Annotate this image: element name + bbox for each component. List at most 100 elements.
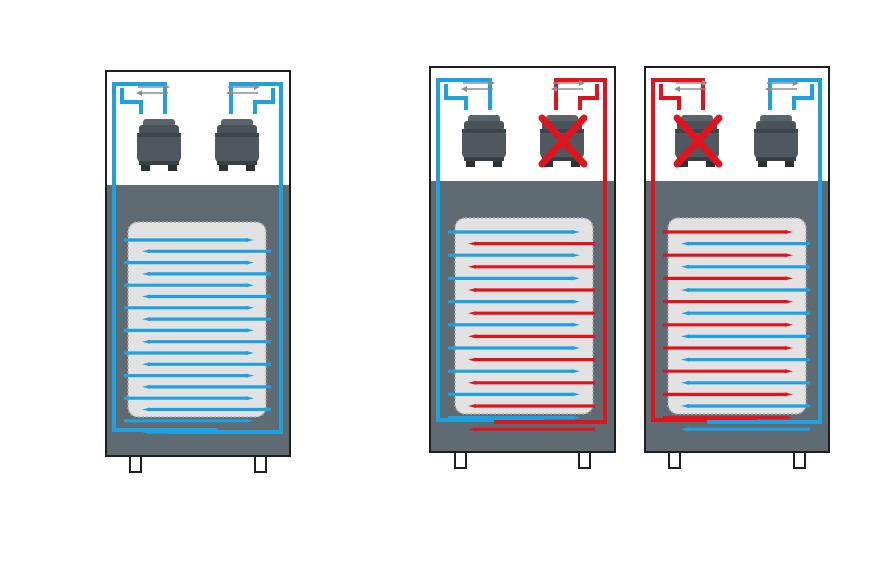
coil-tip <box>785 369 793 374</box>
coil-tip <box>142 430 150 435</box>
coil-tip <box>572 230 580 234</box>
valve-right <box>226 84 260 96</box>
coil-tip <box>681 241 689 246</box>
valve-right <box>765 80 799 92</box>
circuit-left <box>436 78 580 422</box>
valve-arrow-head <box>461 86 467 92</box>
coil-tip <box>142 362 150 367</box>
coil-tip <box>246 396 254 401</box>
valve-arrow-head <box>674 86 680 92</box>
cabinet-leg-left <box>129 455 142 473</box>
circuit-left <box>651 78 793 422</box>
valve-arrow-head <box>164 84 170 90</box>
coil-tip <box>142 271 150 276</box>
coil-tip <box>468 380 476 385</box>
circuit-left <box>112 82 254 432</box>
valve-arrow-head <box>765 86 771 92</box>
coil-tip <box>468 264 476 269</box>
coil-tip <box>572 276 580 281</box>
coil-tip <box>681 404 689 408</box>
valve-arrow-head <box>551 86 557 92</box>
coil-tip <box>785 392 793 397</box>
coil-tip <box>142 339 150 344</box>
coil-tip <box>681 264 689 269</box>
coil-tip <box>468 334 476 339</box>
coil-tip <box>572 299 580 304</box>
valve-arrow-head <box>226 90 232 96</box>
cabinet-leg-left <box>454 451 467 469</box>
coil-tip <box>246 238 254 242</box>
coil-tip <box>246 328 254 333</box>
coil-tip <box>142 384 150 389</box>
valve-arrow-head <box>254 84 260 90</box>
valve-arrow-head <box>579 80 585 86</box>
circuit-pipe <box>578 84 599 110</box>
cabinet-unit-2 <box>429 66 616 469</box>
coil-tip <box>785 230 793 234</box>
cabinet-leg-right <box>578 451 591 469</box>
coil-tip <box>785 253 793 258</box>
valve-left <box>674 80 708 92</box>
coil-tip <box>246 283 254 288</box>
valve-arrow-head <box>489 80 495 86</box>
coil-tip <box>468 357 476 362</box>
cabinet-top-section <box>106 71 290 185</box>
compressor-icon <box>215 119 259 171</box>
cabinet-unit-1 <box>105 70 291 473</box>
coil-tip <box>572 369 580 374</box>
valve-arrow-head <box>136 90 142 96</box>
circuit-pipe <box>253 88 275 114</box>
coil-tip <box>681 380 689 385</box>
circuit-pipe <box>659 84 681 110</box>
coil-tip <box>785 276 793 281</box>
coil-tip <box>785 322 793 327</box>
x-cross-icon <box>538 114 588 168</box>
coil-tip <box>572 415 580 420</box>
compressor-icon <box>462 115 506 167</box>
coil-tip <box>572 322 580 327</box>
cabinet-top-section <box>645 67 829 181</box>
coil-tip <box>785 415 793 420</box>
coil-tip <box>468 427 476 432</box>
coil-tip <box>572 253 580 258</box>
circuit-pipe <box>444 84 468 110</box>
valve-right <box>551 80 585 92</box>
coil-tip <box>785 346 793 350</box>
coil-tip <box>572 392 580 397</box>
valve-arrow-head <box>702 80 708 86</box>
coil-tip <box>142 294 150 299</box>
coil-tip <box>468 404 476 408</box>
coil-tip <box>681 334 689 339</box>
coil-tip <box>572 346 580 350</box>
coil-tip <box>468 311 476 316</box>
coil-tip <box>468 288 476 292</box>
valve-left <box>461 80 495 92</box>
coil-tip <box>142 317 150 322</box>
cabinet-unit-3 <box>644 66 830 469</box>
valve-left <box>136 84 170 96</box>
cabinet-leg-right <box>793 451 806 469</box>
coil-tip <box>681 288 689 292</box>
coil-tip <box>246 305 254 310</box>
circuit-pipe <box>112 82 218 432</box>
coil-tip <box>681 427 689 432</box>
cabinet-outline <box>429 66 616 453</box>
coil-tip <box>681 357 689 362</box>
compressor-icon <box>137 119 181 171</box>
circuit-pipe <box>651 78 757 422</box>
coil-tip <box>246 373 254 378</box>
coil-tip <box>142 249 150 254</box>
circuit-pipe <box>436 78 544 422</box>
coil-tip <box>681 311 689 316</box>
cabinet-outline <box>105 70 291 457</box>
coil-tip <box>246 418 254 423</box>
valve-arrow-head <box>793 80 799 86</box>
coil-tip <box>142 407 150 412</box>
circuit-pipe <box>792 84 814 110</box>
cabinet-leg-left <box>668 451 681 469</box>
circuit-pipe <box>120 88 143 114</box>
coil-tip <box>785 299 793 304</box>
coil-tip <box>246 351 254 355</box>
coil-tip <box>246 260 254 265</box>
